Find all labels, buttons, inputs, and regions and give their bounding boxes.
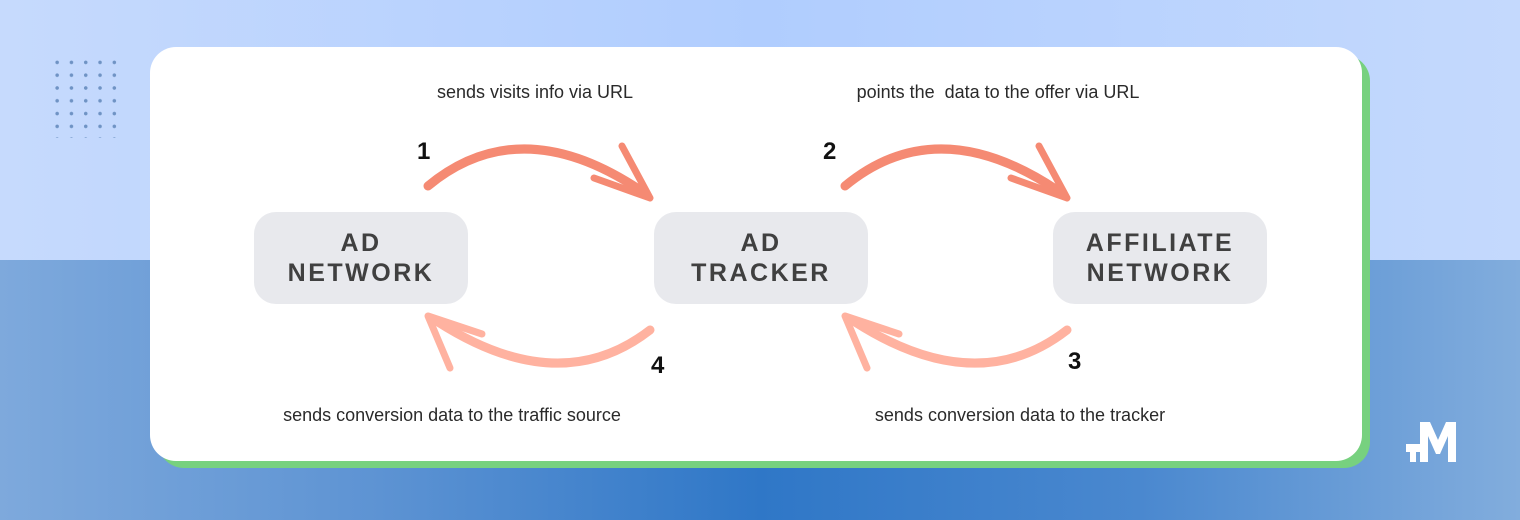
- node-ad-network: AD NETWORK: [254, 212, 468, 304]
- step-3-label: sends conversion data to the tracker: [874, 405, 1166, 425]
- brand-logo: [1406, 422, 1456, 462]
- arrow-step-2: [840, 142, 1071, 202]
- step-1-label: sends visits info via URL: [436, 82, 634, 102]
- node-label: AFFILIATE: [1085, 229, 1235, 257]
- step-2-label: points the data to the offer via URL: [856, 82, 1140, 102]
- step-1-number: 1: [417, 138, 431, 165]
- node-label: AD: [340, 229, 382, 257]
- node-affiliate-network: AFFILIATE NETWORK: [1053, 212, 1267, 304]
- node-ad-tracker: AD TRACKER: [654, 212, 868, 304]
- node-label: AD: [740, 229, 782, 257]
- node-label: NETWORK: [287, 259, 435, 287]
- dot-grid-decoration: [50, 56, 120, 138]
- arrow-step-3: [841, 312, 1072, 372]
- node-label: TRACKER: [691, 259, 831, 287]
- node-label: NETWORK: [1086, 259, 1234, 287]
- step-4-label: sends conversion data to the traffic sou…: [283, 405, 621, 425]
- step-2-number: 2: [823, 138, 837, 165]
- step-4-number: 4: [651, 352, 665, 379]
- step-3-number: 3: [1068, 348, 1082, 375]
- arrow-step-4: [424, 312, 655, 372]
- arrow-step-1: [423, 142, 654, 202]
